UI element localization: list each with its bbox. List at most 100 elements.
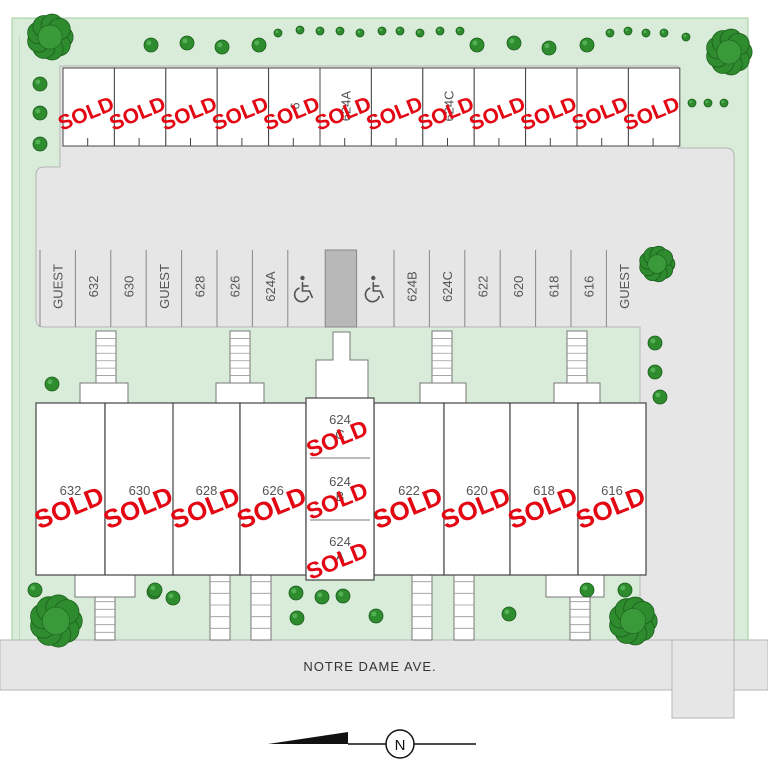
- shrub-highlight: [317, 592, 323, 598]
- unit-sublabel: A: [336, 549, 345, 564]
- shrub: [32, 136, 48, 152]
- shrub: [435, 26, 445, 36]
- walkway-steps: [250, 569, 272, 641]
- shrub: [506, 35, 522, 51]
- shrub-highlight: [655, 392, 661, 398]
- shrub-highlight: [297, 27, 301, 31]
- shrub: [355, 28, 365, 38]
- shrub: [703, 98, 713, 108]
- tree: [639, 245, 676, 283]
- stall-label: 628: [192, 276, 207, 298]
- shrub: [395, 26, 405, 36]
- garage-unit[interactable]: SOLD: [158, 67, 221, 147]
- stall-label: GUEST: [157, 264, 172, 309]
- garage-unit[interactable]: SOLD: [55, 67, 118, 147]
- unit-label: 632: [60, 483, 82, 498]
- shrub-highlight: [582, 585, 588, 591]
- shrub-highlight: [620, 585, 626, 591]
- shrub-highlight: [457, 28, 461, 32]
- parking-stall: 618: [546, 250, 572, 327]
- walkway-landing: [79, 382, 129, 404]
- parking-stall: 626: [228, 250, 253, 327]
- side-road: [671, 639, 735, 719]
- shrub-highlight: [35, 108, 41, 114]
- shrub: [652, 389, 668, 405]
- parking-stall: 624C: [440, 250, 466, 327]
- unit-sublabel: B: [336, 489, 345, 504]
- stall-label: 618: [546, 276, 561, 298]
- shrub-highlight: [357, 30, 361, 34]
- shrub-highlight: [292, 613, 298, 619]
- stall-label: 616: [582, 276, 597, 298]
- garage-unit[interactable]: SOLD: [620, 67, 683, 147]
- unit-label: 620: [466, 483, 488, 498]
- walkway-steps: [411, 569, 433, 641]
- walkway-steps: [569, 593, 591, 641]
- unit-outline: [35, 402, 106, 576]
- shrub-highlight: [705, 100, 709, 104]
- walkway-steps: [94, 593, 116, 641]
- shrub: [377, 26, 387, 36]
- north-arrow-circle: [385, 729, 415, 759]
- shrub: [32, 76, 48, 92]
- street-name: NOTRE DAME AVE.: [303, 659, 436, 674]
- shrub-highlight: [544, 43, 550, 49]
- shrub: [605, 28, 615, 38]
- tree: [30, 594, 83, 648]
- unit-label: 626: [262, 483, 284, 498]
- garage-unit[interactable]: SOLD: [466, 67, 529, 147]
- accessible-parking-icon: [293, 275, 314, 303]
- shrub: [623, 26, 633, 36]
- shrub-highlight: [643, 30, 647, 34]
- shrub: [315, 26, 325, 36]
- garage-box: [627, 67, 681, 147]
- tree: [609, 596, 658, 646]
- shrub-highlight: [47, 379, 53, 385]
- garage-unit[interactable]: SOLD: [518, 67, 581, 147]
- shrub-highlight: [721, 100, 725, 104]
- shrub: [579, 582, 595, 598]
- shrub-highlight: [650, 367, 656, 373]
- shrub: [289, 610, 305, 626]
- shrub: [617, 582, 633, 598]
- shrub-highlight: [397, 28, 401, 32]
- parking-stall: 622: [476, 250, 501, 327]
- shrub-highlight: [371, 611, 377, 617]
- garage-unit[interactable]: SOLD: [209, 67, 272, 147]
- unit-outline: [443, 402, 511, 576]
- unit-label: 616: [601, 483, 623, 498]
- shrub: [335, 588, 351, 604]
- garage-unit[interactable]: SOLD: [106, 67, 169, 147]
- garage-box: [319, 67, 372, 147]
- garage-unit[interactable]: SOLD: [363, 67, 426, 147]
- parking-stall: GUEST: [51, 250, 76, 327]
- shrub-highlight: [472, 40, 478, 46]
- shrub: [647, 364, 663, 380]
- garage-unit[interactable]: SOLD: [569, 67, 632, 147]
- unit-outline: [172, 402, 241, 576]
- shrub: [501, 606, 517, 622]
- shrub: [647, 335, 663, 351]
- parking-stall: GUEST: [157, 250, 183, 327]
- shrub: [641, 28, 651, 38]
- walkway-steps: [431, 330, 453, 384]
- shrub: [143, 37, 159, 53]
- unit-label: 628: [196, 483, 218, 498]
- unit-label: 624: [329, 474, 351, 489]
- shrub: [541, 40, 557, 56]
- parking-stall: 632: [86, 250, 112, 327]
- parking-stall: 628: [192, 250, 218, 327]
